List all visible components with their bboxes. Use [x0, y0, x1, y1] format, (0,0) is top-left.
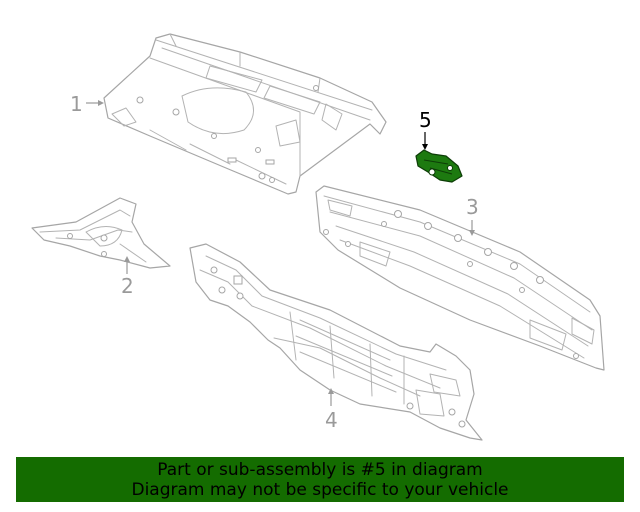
callout-1: 1 — [70, 92, 104, 116]
callout-4: 4 — [325, 388, 338, 432]
diagram-note-banner: Part or sub-assembly is #5 in diagram Di… — [16, 457, 624, 502]
banner-line-1: Part or sub-assembly is #5 in diagram — [157, 459, 483, 480]
parts-diagram: 1 2 3 4 5 — [31, 33, 605, 441]
callout-1-label: 1 — [70, 92, 83, 116]
callout-2-label: 2 — [121, 274, 134, 298]
part-4-floor-pan — [189, 243, 483, 441]
callout-5-label: 5 — [419, 108, 432, 132]
callout-3: 3 — [466, 195, 479, 236]
callout-4-label: 4 — [325, 408, 338, 432]
part-3-rear-panel — [315, 185, 605, 371]
part-5-bracket-highlighted — [415, 149, 463, 183]
callout-5: 5 — [419, 108, 432, 150]
part-1-package-tray — [103, 33, 387, 195]
part-2-reinforcement — [31, 197, 171, 269]
callout-3-label: 3 — [466, 195, 479, 219]
callout-2: 2 — [121, 256, 134, 298]
banner-line-2: Diagram may not be specific to your vehi… — [131, 479, 509, 500]
